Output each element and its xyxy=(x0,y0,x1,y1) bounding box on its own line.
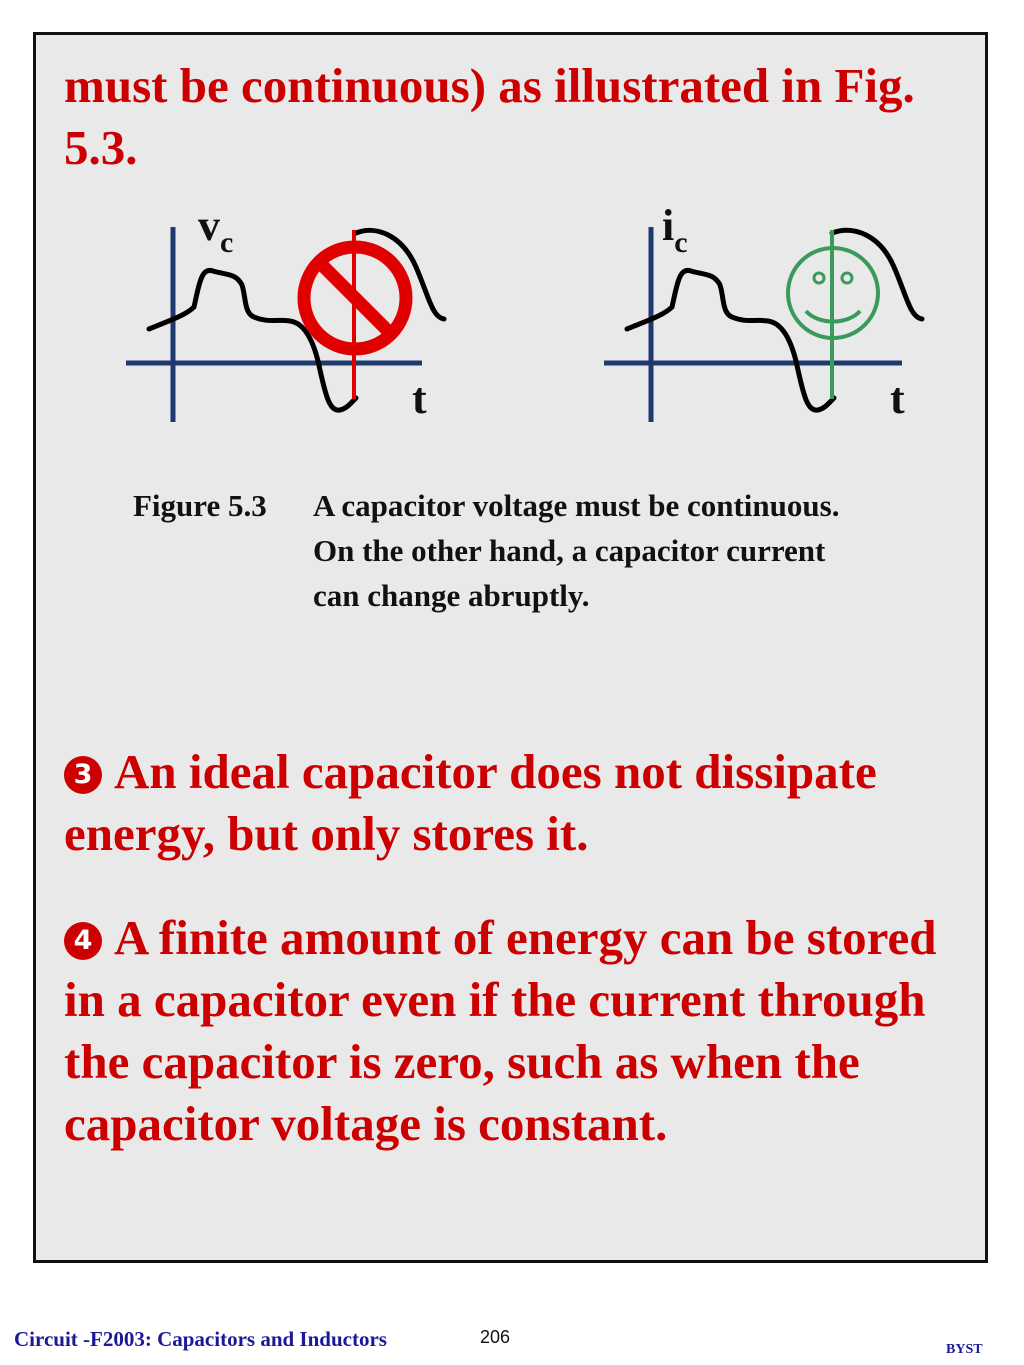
current-ylabel: ic xyxy=(662,201,688,259)
footer-title: Circuit -F2003: Capacitors and Inductors xyxy=(14,1327,387,1351)
current-curve-left xyxy=(624,268,837,413)
figure-5-3: vc t ic t xyxy=(126,201,925,423)
current-curve-right xyxy=(829,227,925,322)
caption-text: A capacitor voltage must be continuous. … xyxy=(313,488,840,613)
voltage-plot: vc t xyxy=(126,201,447,423)
page-number: 206 xyxy=(480,1327,511,1347)
current-plot: ic t xyxy=(604,201,925,423)
prohibition-icon xyxy=(297,240,413,356)
bullet-3-text: An ideal capacitor does not dissipate en… xyxy=(64,744,877,861)
voltage-ylabel: vc xyxy=(198,201,233,259)
footer-tag: BYST xyxy=(946,1342,983,1357)
intro-text: must be continuous) as illustrated in Fi… xyxy=(64,58,915,175)
voltage-curve-left xyxy=(146,268,359,413)
bullet-4-text: A finite amount of energy can be stored … xyxy=(64,910,937,1151)
current-xlabel: t xyxy=(890,374,905,423)
voltage-xlabel: t xyxy=(412,374,427,423)
voltage-curve-right xyxy=(353,227,447,322)
figure-caption: Figure 5.3 A capacitor voltage must be c… xyxy=(133,483,893,618)
caption-label: Figure 5.3 xyxy=(133,488,267,523)
number-3-icon: 3 xyxy=(64,756,102,794)
smiley-icon xyxy=(786,246,880,340)
slide-panel: must be continuous) as illustrated in Fi… xyxy=(33,32,988,1263)
number-4-icon: 4 xyxy=(64,922,102,960)
